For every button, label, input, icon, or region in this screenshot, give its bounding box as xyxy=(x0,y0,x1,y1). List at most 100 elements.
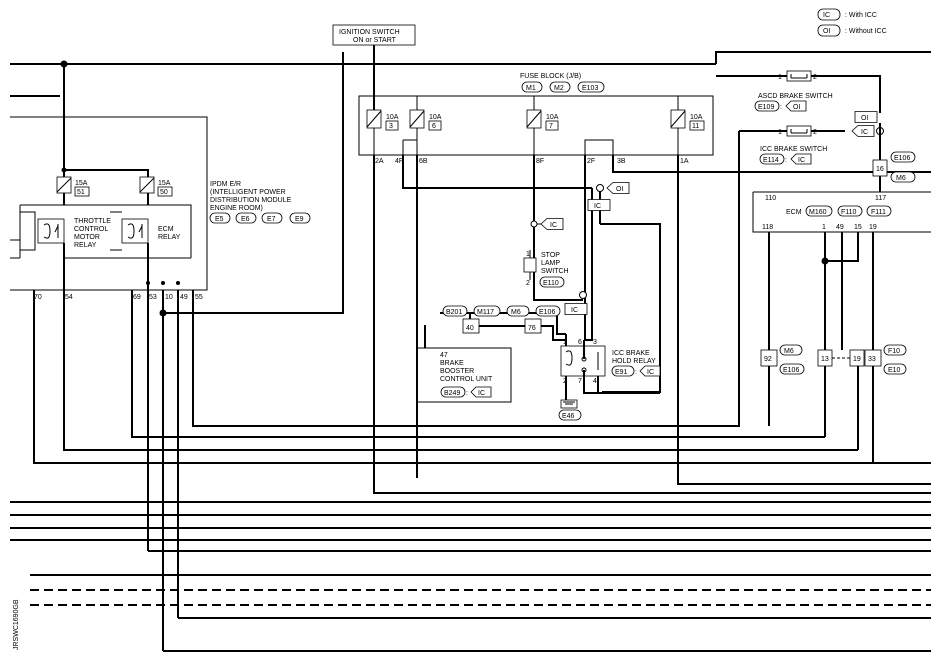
ipdm-line3: DISTRIBUTION MODULE xyxy=(210,197,292,204)
ecm-pin-15: 15 xyxy=(854,224,862,231)
ipdm-conn-e9: E9 xyxy=(295,216,304,223)
junction-16: 16 xyxy=(876,166,884,173)
booster-pin-76: 76 xyxy=(528,325,536,332)
j92-conn-e106: E106 xyxy=(783,367,799,374)
stop-lamp-line1: STOP xyxy=(541,252,560,259)
brake-switches xyxy=(716,70,888,426)
ecm xyxy=(752,191,931,463)
ignition-line1: IGNITION SWITCH xyxy=(339,29,400,36)
fuse-3-amp: 10A xyxy=(386,114,399,121)
icc-switch-code: IC xyxy=(798,157,805,164)
ic-marker-5: IC xyxy=(564,303,588,315)
fuse-51-amp: 15A xyxy=(75,180,88,187)
ground-conn-e46: E46 xyxy=(562,413,575,420)
ecm-pin-1: 1 xyxy=(822,224,826,231)
ecm-pin-118: 118 xyxy=(762,224,773,231)
throttle-relay-icon xyxy=(37,218,65,244)
j16-conn-e106: E106 xyxy=(894,155,910,162)
fuse-7-num: 7 xyxy=(549,123,553,130)
ecm-conn-f110: F110 xyxy=(841,209,857,216)
fuse-51-num: 51 xyxy=(77,189,85,196)
ic-marker-label-3: IC xyxy=(594,203,601,210)
fuse-50-amp: 15A xyxy=(158,180,171,187)
fuse-block-conn-m2: M2 xyxy=(554,85,564,92)
svg-text::: : xyxy=(785,157,787,164)
legend-oi-text: : Without ICC xyxy=(845,28,887,35)
ic-marker-1: IC xyxy=(851,125,875,137)
fuse-6-amp: 10A xyxy=(429,114,442,121)
ipdm-pin-53: 53 xyxy=(149,294,157,301)
labels: IC : With ICC OI : Without ICC IGNITION … xyxy=(13,8,916,650)
hold-relay-line1: ICC BRAKE xyxy=(612,350,650,357)
booster-conn-m6: M6 xyxy=(511,309,521,316)
ipdm-pin-55: 55 xyxy=(195,294,203,301)
ipdm-conn-e5: E5 xyxy=(215,216,224,223)
jf-conn-e10: E10 xyxy=(888,367,901,374)
fuse-block xyxy=(358,95,931,494)
ipdm-er xyxy=(10,52,931,651)
stop-lamp-switch-icon xyxy=(523,257,537,273)
legend-ic-code: IC xyxy=(823,12,830,19)
ic-marker-4: IC xyxy=(540,218,564,230)
icc-switch-title: ICC BRAKE SWITCH xyxy=(760,146,827,153)
ecm-pin-19: 19 xyxy=(869,224,877,231)
ipdm-conn-e6: E6 xyxy=(241,216,250,223)
booster-conn-m117: M117 xyxy=(477,309,494,316)
ascd-title: ASCD BRAKE SWITCH xyxy=(758,93,833,100)
ecm-pin-117: 117 xyxy=(875,195,886,202)
booster-line2: BOOSTER xyxy=(440,368,474,375)
legend-ic-text: : With ICC xyxy=(845,12,877,19)
hold-relay-conn: E91 xyxy=(615,369,628,376)
fuse-3-num: 3 xyxy=(389,123,393,130)
fuse-block-title: FUSE BLOCK (J/B) xyxy=(520,73,581,80)
stop-lamp-pin2: 2 xyxy=(526,280,530,287)
ascd-pin1: 1 xyxy=(778,74,782,81)
booster-conn-b249: B249 xyxy=(444,390,460,397)
relay1-line4: RELAY xyxy=(74,242,97,249)
booster-pin-47: 47 xyxy=(440,352,448,359)
stop-lamp-conn: E110 xyxy=(543,280,559,287)
booster-code: IC xyxy=(478,390,485,397)
pin-2a: 2A xyxy=(375,158,384,165)
booster-pin-40: 40 xyxy=(466,325,474,332)
fuse-11-amp: 10A xyxy=(690,114,703,121)
fuse-block-conn-m1: M1 xyxy=(526,85,536,92)
ascd-pin2: 2 xyxy=(813,74,817,81)
fuse-6-num: 6 xyxy=(432,123,436,130)
ipdm-line2: (INTELLIGENT POWER xyxy=(210,189,286,196)
relay1-line3: MOTOR xyxy=(74,234,100,241)
side-code: JRSWC1690GB xyxy=(13,599,20,650)
ascd-conn: E109 xyxy=(758,104,774,111)
hold-relay-line2: HOLD RELAY xyxy=(612,358,656,365)
relay1-line1: THROTTLE xyxy=(74,218,111,225)
booster-line3: CONTROL UNIT xyxy=(440,376,493,383)
j92-conn-m6: M6 xyxy=(784,348,794,355)
booster-line1: BRAKE xyxy=(440,360,464,367)
relay1-line2: CONTROL xyxy=(74,226,108,233)
ic-marker-3: IC xyxy=(587,199,611,211)
relay2-line2: RELAY xyxy=(158,234,181,241)
ecm-conn-m160: M160 xyxy=(809,209,827,216)
hold-relay-pin4: 4 xyxy=(593,378,597,385)
junction-33: 33 xyxy=(868,356,876,363)
ecm-pin-49: 49 xyxy=(836,224,844,231)
hold-relay-pin3: 3 xyxy=(593,339,597,346)
fuse-7-amp: 10A xyxy=(546,114,559,121)
pin-1a: 1A xyxy=(680,158,689,165)
oi-marker-2: OI xyxy=(606,182,630,194)
ipdm-pin-49: 49 xyxy=(180,294,188,301)
ipdm-pin-54: 54 xyxy=(65,294,73,301)
pin-4f: 4F xyxy=(395,158,403,165)
legend-oi-code: OI xyxy=(823,28,830,35)
ascd-code: OI xyxy=(793,104,800,111)
icc-switch-conn: E114 xyxy=(763,157,779,164)
ipdm-pin-69: 69 xyxy=(133,294,141,301)
pin-2f: 2F xyxy=(587,158,595,165)
ecm-relay-icon xyxy=(121,218,149,244)
stop-lamp-pin1: 1 xyxy=(526,251,530,258)
svg-text::: : xyxy=(635,369,637,376)
jf-conn-f10: F10 xyxy=(888,348,900,355)
